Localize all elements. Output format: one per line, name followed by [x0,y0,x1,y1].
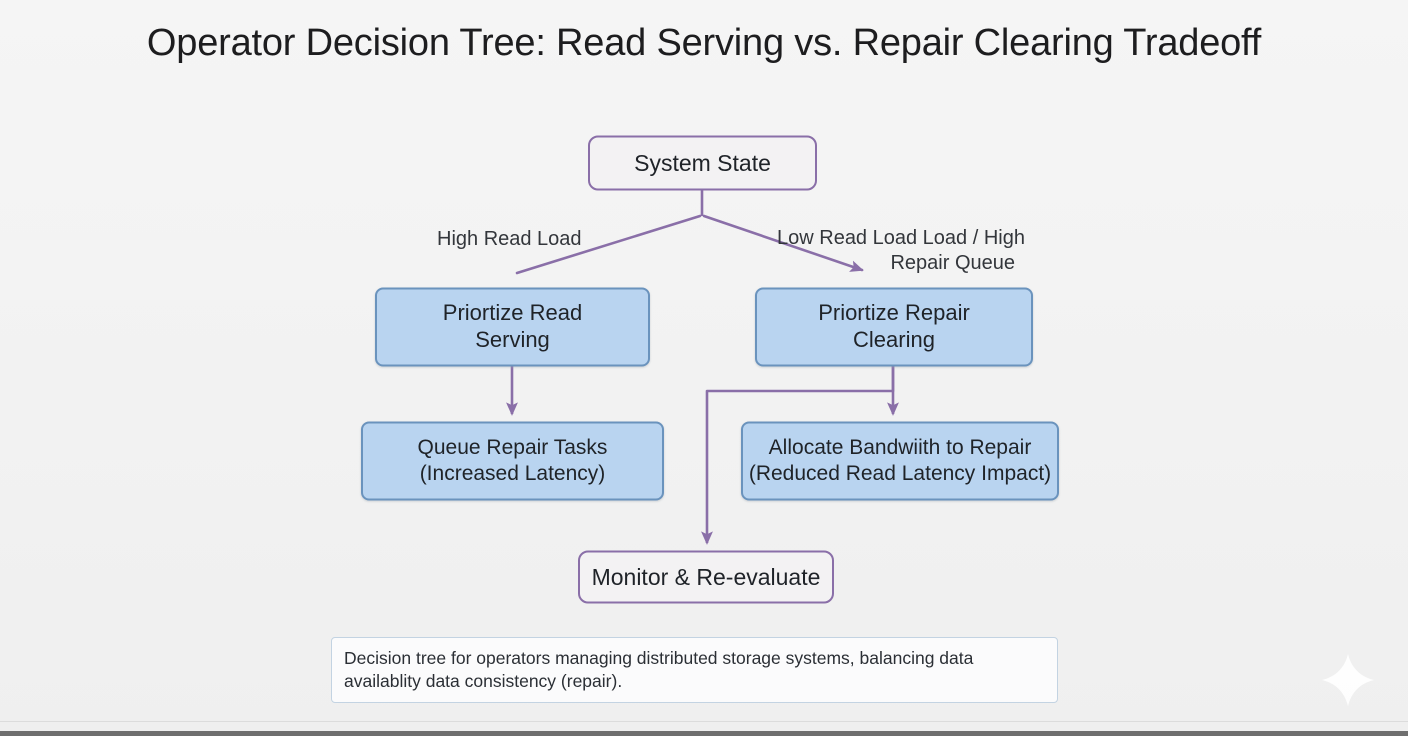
edge-repair-to-monitor [701,366,895,545]
edge-root-to-repair [702,214,864,272]
page-title: Operator Decision Tree: Read Serving vs.… [146,22,1262,64]
bottom-bar [0,731,1408,736]
node-priortize-read-serving-shape[interactable] [375,287,650,367]
node-priortize-repair-clearing-shape[interactable] [755,287,1033,367]
node-queue-repair-tasks-shape[interactable] [361,421,664,501]
node-shape-layer [361,135,1059,604]
node-system-state-shape[interactable] [588,135,817,191]
caption-box: Decision tree for operators managing dis… [331,637,1058,703]
node-allocate-bandwiith-to-repair-shape[interactable] [741,421,1059,501]
bottom-divider [0,721,1408,722]
edge-root-to-read [515,214,702,275]
connector-layer [506,190,899,545]
node-monitor-re-evaluate-shape[interactable] [578,550,834,604]
